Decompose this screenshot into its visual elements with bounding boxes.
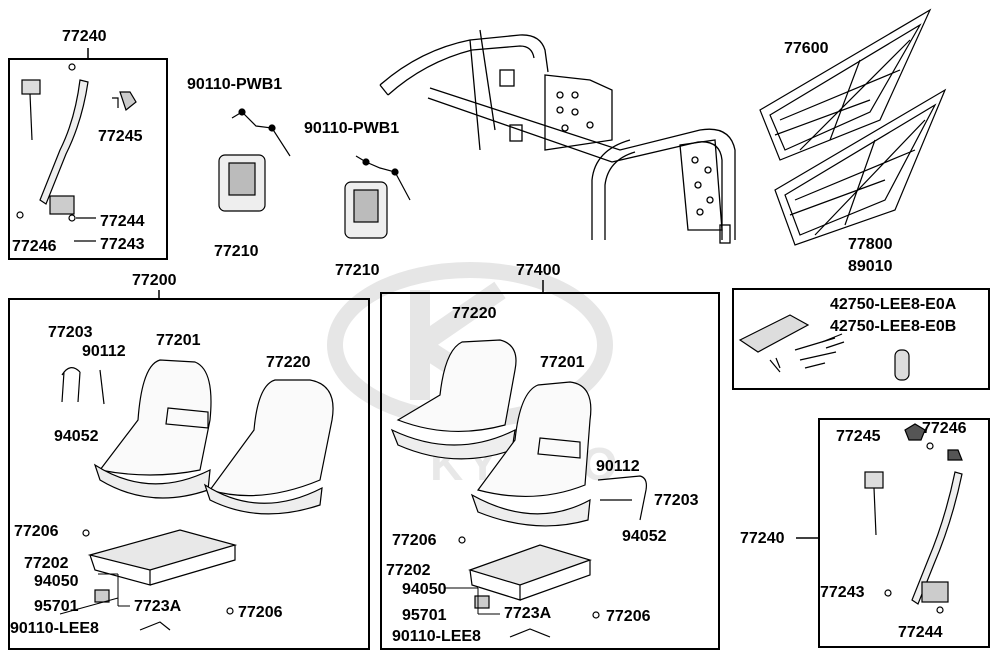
part-label: 77202 [24, 555, 69, 572]
part-label: 90110-PWB1 [304, 120, 400, 137]
door-net-77800 [774, 88, 947, 246]
part-label: 77210 [335, 262, 380, 279]
part-label: 77220 [452, 305, 497, 322]
part-label: 77245 [98, 128, 143, 145]
seatbelt-art-right [864, 423, 963, 614]
tool-kit-art [738, 314, 910, 381]
part-label: 95701 [34, 598, 79, 615]
part-label: 90112 [596, 458, 640, 475]
part-label: 77243 [100, 236, 145, 253]
part-label: 77245 [836, 428, 881, 445]
part-label: 42750-LEE8-E0B [830, 318, 957, 335]
part-label: 7723A [504, 605, 552, 622]
part-label: 77220 [266, 354, 311, 371]
seatbelt-box-left [8, 58, 168, 260]
part-label: 77206 [14, 523, 59, 540]
part-label: 90112 [82, 343, 126, 360]
seat-art-left [61, 359, 334, 515]
net-stays [218, 108, 411, 239]
part-label: 77201 [540, 354, 585, 371]
seatbelt-art-left [16, 63, 137, 242]
part-label: 77201 [156, 332, 201, 349]
part-label: 94052 [622, 528, 667, 545]
seat-base-left [82, 529, 238, 631]
part-label: 94052 [54, 428, 99, 445]
part-label: 77244 [100, 213, 145, 230]
part-label: 77202 [386, 562, 431, 579]
part-label: 94050 [402, 581, 447, 598]
box-heading-seat-left: 77200 [132, 272, 177, 289]
seat-base-right [458, 536, 600, 638]
part-label: 90110-LEE8 [392, 628, 481, 645]
part-label: 77800 [848, 236, 893, 253]
seatbelt-box-right [818, 418, 990, 648]
tool-kit-box [732, 288, 990, 390]
part-label: 77243 [820, 584, 865, 601]
part-label: 42750-LEE8-E0A [830, 296, 957, 313]
box-heading-belt-right: 77240 [740, 530, 785, 547]
part-label: 77210 [214, 243, 259, 260]
part-label: 77246 [12, 238, 57, 255]
part-label: 95701 [402, 607, 447, 624]
part-label: 77203 [48, 324, 93, 341]
seat-box-left [8, 298, 370, 650]
seat-box-right [380, 292, 720, 650]
leader-lines [59, 573, 500, 615]
part-label: 77203 [654, 492, 699, 509]
box-heading-belt-left: 77240 [62, 28, 107, 45]
part-label: 77206 [238, 604, 283, 621]
part-label: 77206 [606, 608, 651, 625]
door-net-77600 [759, 8, 932, 161]
part-label: 77246 [922, 420, 967, 437]
part-label: 89010 [848, 258, 893, 275]
part-label: 90110-PWB1 [187, 76, 283, 93]
part-label: 7723A [134, 598, 182, 615]
part-label: 77600 [784, 40, 829, 57]
part-label: 77206 [392, 532, 437, 549]
part-label: 90110-LEE8 [10, 620, 99, 637]
part-label: 94050 [34, 573, 79, 590]
box-heading-seat-right: 77400 [516, 262, 561, 279]
seat-art-right [390, 339, 647, 527]
rops-frame [379, 29, 736, 244]
part-label: 77244 [898, 624, 943, 641]
